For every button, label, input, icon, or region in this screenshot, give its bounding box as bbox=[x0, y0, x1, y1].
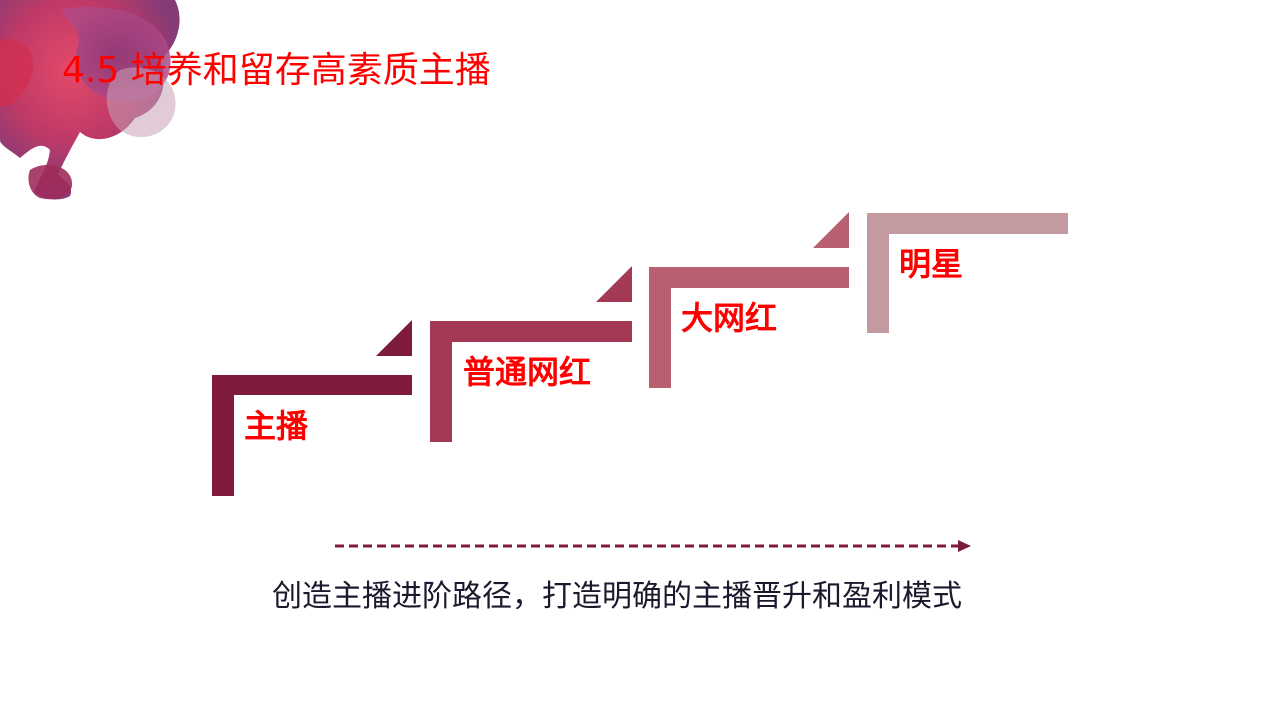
step-label-internet-celebrity: 普通网红 bbox=[463, 353, 592, 391]
step-1-bracket bbox=[212, 375, 412, 496]
progress-arrow-head bbox=[958, 540, 971, 552]
step-1-triangle bbox=[376, 320, 412, 356]
step-2-bracket bbox=[430, 321, 632, 442]
step-2-triangle bbox=[596, 266, 632, 302]
step-3-bracket bbox=[649, 267, 849, 388]
slide-title: 4.5 培养和留存高素质主播 bbox=[62, 50, 491, 91]
step-label-star: 明星 bbox=[899, 245, 964, 283]
step-3-triangle bbox=[813, 212, 849, 248]
caption-text: 创造主播进阶路径，打造明确的主播晋升和盈利模式 bbox=[272, 579, 962, 614]
ink-splash-decoration bbox=[0, 0, 180, 200]
step-label-big-celebrity: 大网红 bbox=[681, 299, 778, 337]
step-label-anchor: 主播 bbox=[244, 407, 309, 445]
step-4-bracket bbox=[867, 213, 1068, 333]
